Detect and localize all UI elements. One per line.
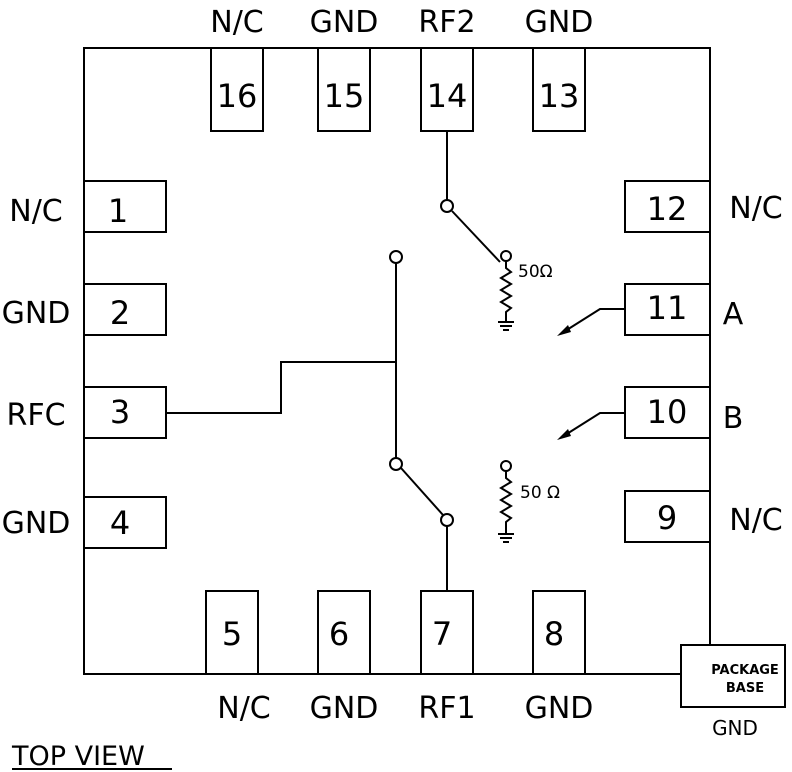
pin-number: 16 xyxy=(217,77,258,115)
pin-name: GND xyxy=(525,5,594,40)
package-base-line2: BASE xyxy=(726,681,764,696)
pin-5: 5 N/C xyxy=(205,590,271,726)
pin-name: GND xyxy=(310,5,379,40)
pin-name: GND xyxy=(2,506,71,541)
pin-number: 12 xyxy=(647,190,688,228)
pin-name: GND xyxy=(310,691,379,726)
pin-14: 14 RF2 xyxy=(418,5,476,132)
pin-number: 10 xyxy=(647,393,688,431)
package-base: PACKAGE BASE GND xyxy=(680,644,786,740)
pin-8: 8 GND xyxy=(525,590,594,726)
pin-6: 6 GND xyxy=(310,590,379,726)
common-node-bottom xyxy=(389,457,403,471)
pin-name: N/C xyxy=(729,191,783,226)
common-node-top xyxy=(389,250,403,264)
package-base-line1: PACKAGE xyxy=(711,663,779,678)
pin-name: N/C xyxy=(210,5,264,40)
arrow-head-icon xyxy=(557,325,571,336)
pin-7: 7 RF1 xyxy=(418,590,476,726)
term-upper-node xyxy=(500,250,512,262)
package-outline xyxy=(83,47,711,675)
pin-11: 11 A xyxy=(624,283,744,336)
term-upper-resistor xyxy=(499,261,513,322)
pin-number: 14 xyxy=(427,77,468,115)
pin-name: GND xyxy=(525,691,594,726)
pin-name: RF1 xyxy=(418,691,475,726)
switch-circuit: 50Ω 50 Ω xyxy=(166,131,625,591)
pin-name: RFC xyxy=(6,398,65,433)
term-upper-label: 50Ω xyxy=(518,262,553,282)
pin-number: 11 xyxy=(647,289,688,327)
control-a-arrow xyxy=(561,308,625,334)
pin-number: 15 xyxy=(324,77,365,115)
package-base-gnd: GND xyxy=(712,716,758,740)
pin-name: RF2 xyxy=(418,5,475,40)
control-b-arrow xyxy=(561,412,625,438)
term-lower-label: 50 Ω xyxy=(520,483,560,503)
pin-3: 3 RFC xyxy=(6,386,167,439)
pin-number: 9 xyxy=(657,499,677,537)
rf2-node xyxy=(440,199,454,213)
pin-number: 4 xyxy=(110,504,130,542)
pin-name: N/C xyxy=(217,691,271,726)
rf1-node xyxy=(440,513,454,527)
pin-number: 3 xyxy=(110,393,130,431)
arrow-head-icon xyxy=(557,429,571,440)
view-label: TOP VIEW xyxy=(11,741,145,772)
pin-10: 10 B xyxy=(624,386,744,439)
pin-name: GND xyxy=(2,296,71,331)
pin-16: 16 N/C xyxy=(210,5,264,132)
pin-name: N/C xyxy=(729,503,783,538)
term-lower-resistor xyxy=(499,471,513,534)
term-lower-node xyxy=(500,460,512,472)
pin-2: 2 GND xyxy=(2,283,167,336)
pin-number: 5 xyxy=(222,615,242,653)
pin-number: 8 xyxy=(544,615,564,653)
pin-15: 15 GND xyxy=(310,5,379,132)
pin-name: B xyxy=(723,401,744,436)
pin-number: 7 xyxy=(432,615,452,653)
pin-number: 13 xyxy=(539,77,580,115)
pin-12: 12 N/C xyxy=(624,180,783,233)
pin-name: N/C xyxy=(9,194,63,229)
pin-1: 1 N/C xyxy=(9,180,167,233)
rfc-trace xyxy=(166,361,396,414)
pin-number: 2 xyxy=(110,294,130,332)
pin-number: 6 xyxy=(329,615,349,653)
pin-number: 1 xyxy=(108,192,128,230)
pin-13: 13 GND xyxy=(525,5,594,132)
pin-4: 4 GND xyxy=(2,496,167,549)
rf2-switch-blade xyxy=(451,210,501,263)
rf1-switch-blade xyxy=(400,467,444,516)
pin-name: A xyxy=(723,297,744,332)
pin-9: 9 N/C xyxy=(624,490,783,543)
